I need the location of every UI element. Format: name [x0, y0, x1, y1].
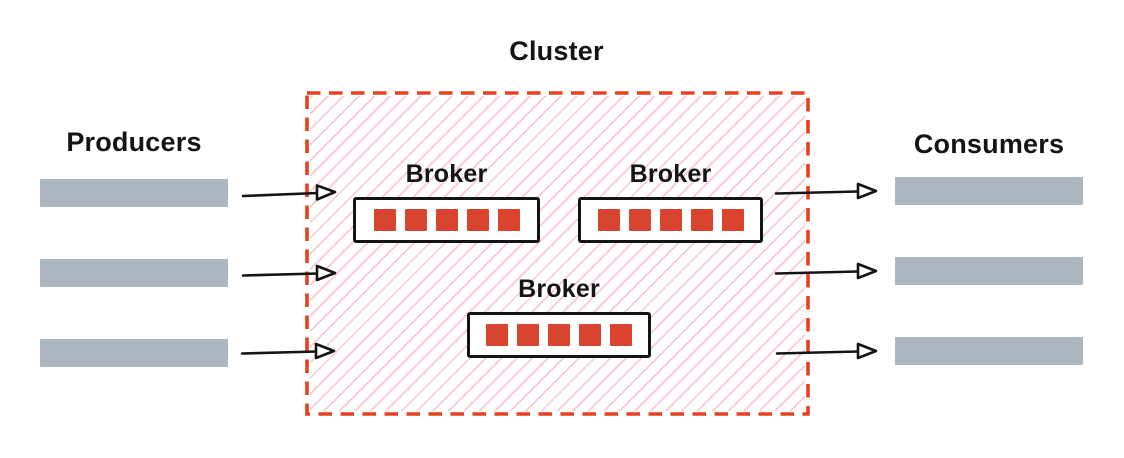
- broker-label: Broker: [518, 275, 600, 303]
- partition-square: [579, 324, 601, 346]
- partition-square: [486, 324, 508, 346]
- partition-square: [690, 209, 713, 231]
- partition-square: [435, 209, 458, 231]
- broker-group-2: Broker: [578, 158, 763, 243]
- partition-square: [597, 209, 620, 231]
- partition-square: [628, 209, 651, 231]
- partition-square: [659, 209, 682, 231]
- broker-label: Broker: [629, 160, 712, 188]
- broker-label: Broker: [405, 160, 488, 188]
- cluster-boundary-fill: [310, 96, 805, 411]
- partition-square: [517, 324, 539, 346]
- broker-box: [467, 312, 651, 358]
- partition-square: [497, 209, 520, 231]
- producer-bar: [40, 179, 228, 207]
- partition-square: [373, 209, 396, 231]
- producer-list: [40, 179, 228, 367]
- broker-group-1: Broker: [353, 158, 540, 243]
- consumer-bar: [895, 337, 1083, 365]
- broker-group-3: Broker: [467, 273, 651, 358]
- cluster-label: Cluster: [509, 36, 604, 66]
- consumer-bar: [895, 177, 1083, 205]
- producer-bar: [40, 339, 228, 367]
- partition-square: [404, 209, 427, 231]
- partition-square: [721, 209, 744, 231]
- consumer-bar: [895, 257, 1083, 285]
- producers-label: Producers: [66, 127, 202, 157]
- broker-box: [353, 197, 540, 243]
- broker-box: [578, 197, 763, 243]
- partition-square: [548, 324, 570, 346]
- consumers-label: Consumers: [913, 129, 1065, 159]
- producer-bar: [40, 259, 228, 287]
- partition-square: [610, 324, 632, 346]
- partition-square: [466, 209, 489, 231]
- consumer-list: [895, 177, 1083, 365]
